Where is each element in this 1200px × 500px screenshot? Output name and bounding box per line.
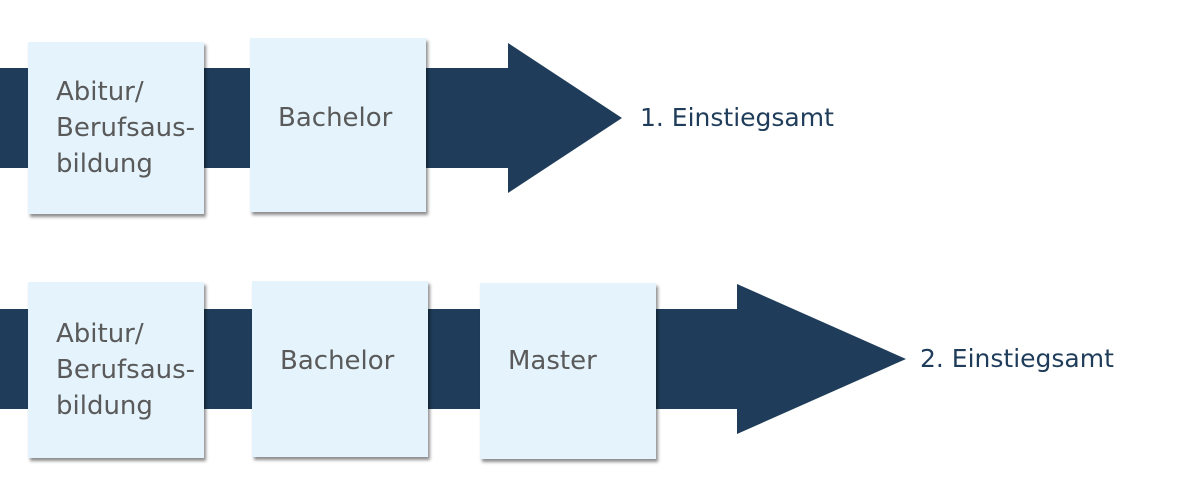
step-box-abitur-1: Abitur/ Berufsaus- bildung: [28, 42, 204, 214]
step-label: Abitur/ Berufsaus- bildung: [56, 77, 196, 179]
step-box-bachelor-1: Bachelor: [250, 38, 426, 212]
outcome-label-1: 1. Einstiegsamt: [640, 103, 834, 132]
step-box-abitur-2: Abitur/ Berufsaus- bildung: [28, 282, 204, 458]
arrow-path-2: [0, 284, 906, 434]
step-label: Bachelor: [280, 346, 395, 376]
step-label: Abitur/ Berufsaus- bildung: [56, 319, 196, 421]
step-box-bachelor-2: Bachelor: [252, 281, 428, 457]
step-box-master-2: Master: [480, 283, 656, 459]
outcome-label-2: 2. Einstiegsamt: [920, 344, 1114, 373]
step-label: Bachelor: [278, 103, 393, 133]
step-label: Master: [508, 346, 597, 376]
